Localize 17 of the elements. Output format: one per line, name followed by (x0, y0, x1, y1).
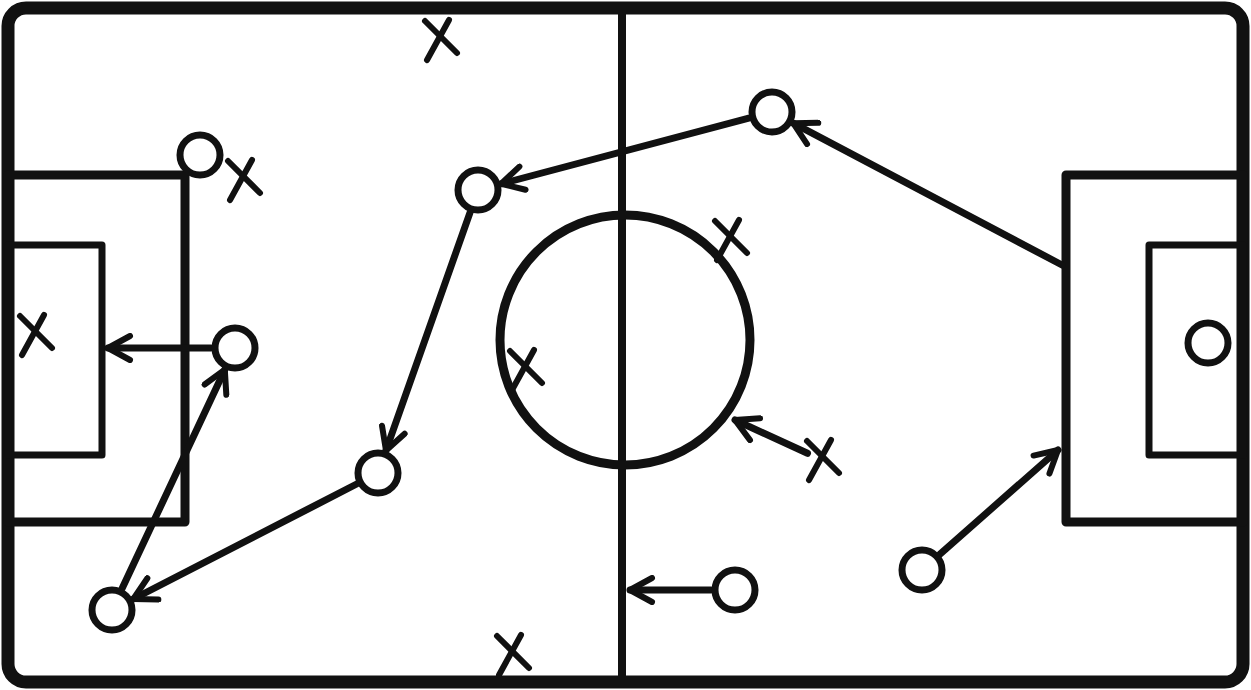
arrow (129, 480, 361, 603)
player-marker (898, 546, 946, 594)
arrow (936, 446, 1062, 558)
arrow (379, 209, 474, 454)
player-marker (354, 449, 402, 497)
arrow (497, 114, 753, 193)
player-marker (211, 324, 259, 372)
arrow (731, 415, 811, 457)
player-marker (711, 566, 759, 614)
player-marker (176, 131, 224, 179)
arrow (626, 575, 715, 605)
player-marker (454, 166, 502, 214)
player-marker (88, 586, 136, 634)
player-marker (748, 88, 796, 136)
player-marker (1184, 319, 1232, 367)
arrow (118, 366, 230, 592)
arrow (104, 333, 215, 363)
